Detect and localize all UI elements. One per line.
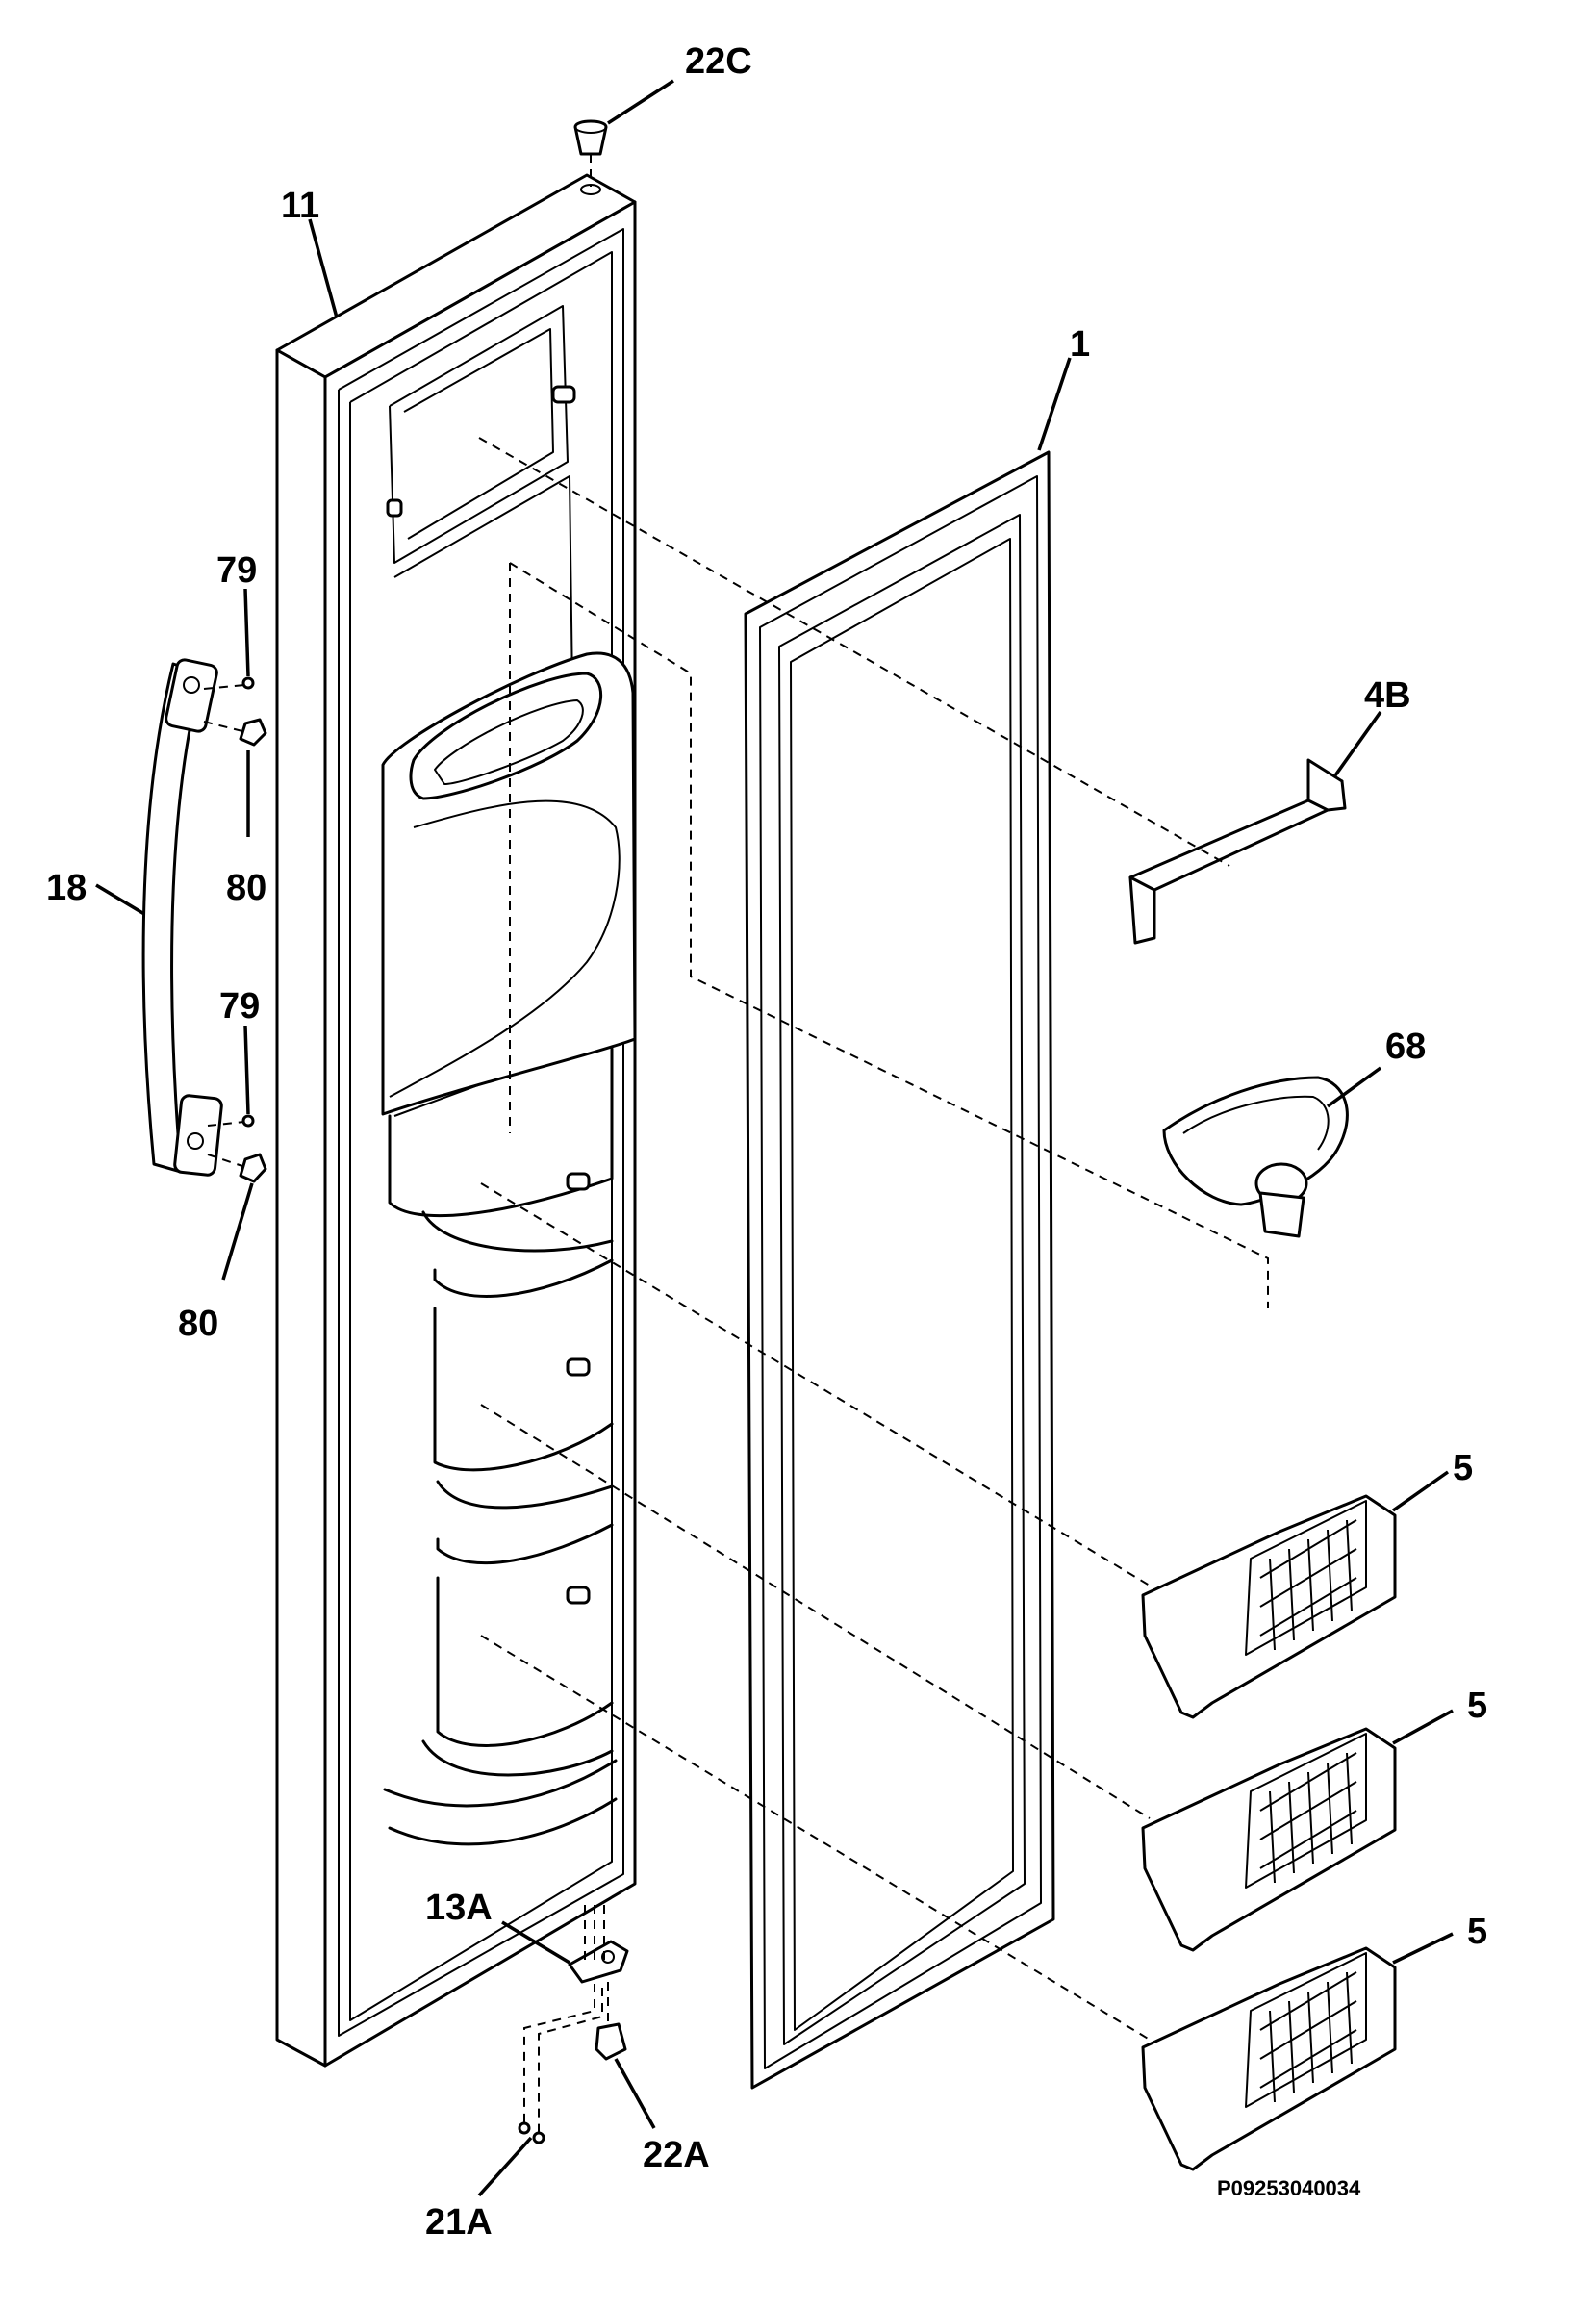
label-79-bottom: 79 [219,986,260,1027]
ice-funnel [1162,1076,1349,1238]
label-68: 68 [1385,1027,1426,1067]
label-22a: 22A [643,2135,710,2175]
label-21a: 21A [425,2202,493,2243]
wire-basket-2 [1141,1727,1397,1952]
assembly-lines [478,154,1269,2134]
handle-fasteners [203,676,267,1183]
door-panel [275,173,637,2068]
label-5-c: 5 [1467,1912,1487,1952]
drawing-code: P09253040034 [1217,2176,1361,2200]
label-4b: 4B [1364,675,1411,716]
door-liner-bins [383,385,618,1846]
hinge-parts [518,119,629,2144]
label-80-top: 80 [226,868,266,908]
door-gasket [744,450,1055,2090]
label-5-a: 5 [1453,1448,1473,1488]
dispenser-housing [381,651,637,1116]
wire-basket-1 [1141,1494,1397,1719]
door-handle [141,658,223,1177]
door-shelf [1128,758,1347,945]
label-79-top: 79 [216,550,257,591]
label-80-bottom: 80 [178,1304,218,1344]
wire-basket-3 [1141,1946,1397,2171]
label-1: 1 [1070,324,1090,365]
label-5-b: 5 [1467,1686,1487,1726]
label-22c: 22C [685,41,752,82]
label-13a: 13A [425,1888,493,1928]
leader-lines [95,79,1454,2197]
label-18: 18 [46,868,87,908]
label-11: 11 [281,186,319,226]
